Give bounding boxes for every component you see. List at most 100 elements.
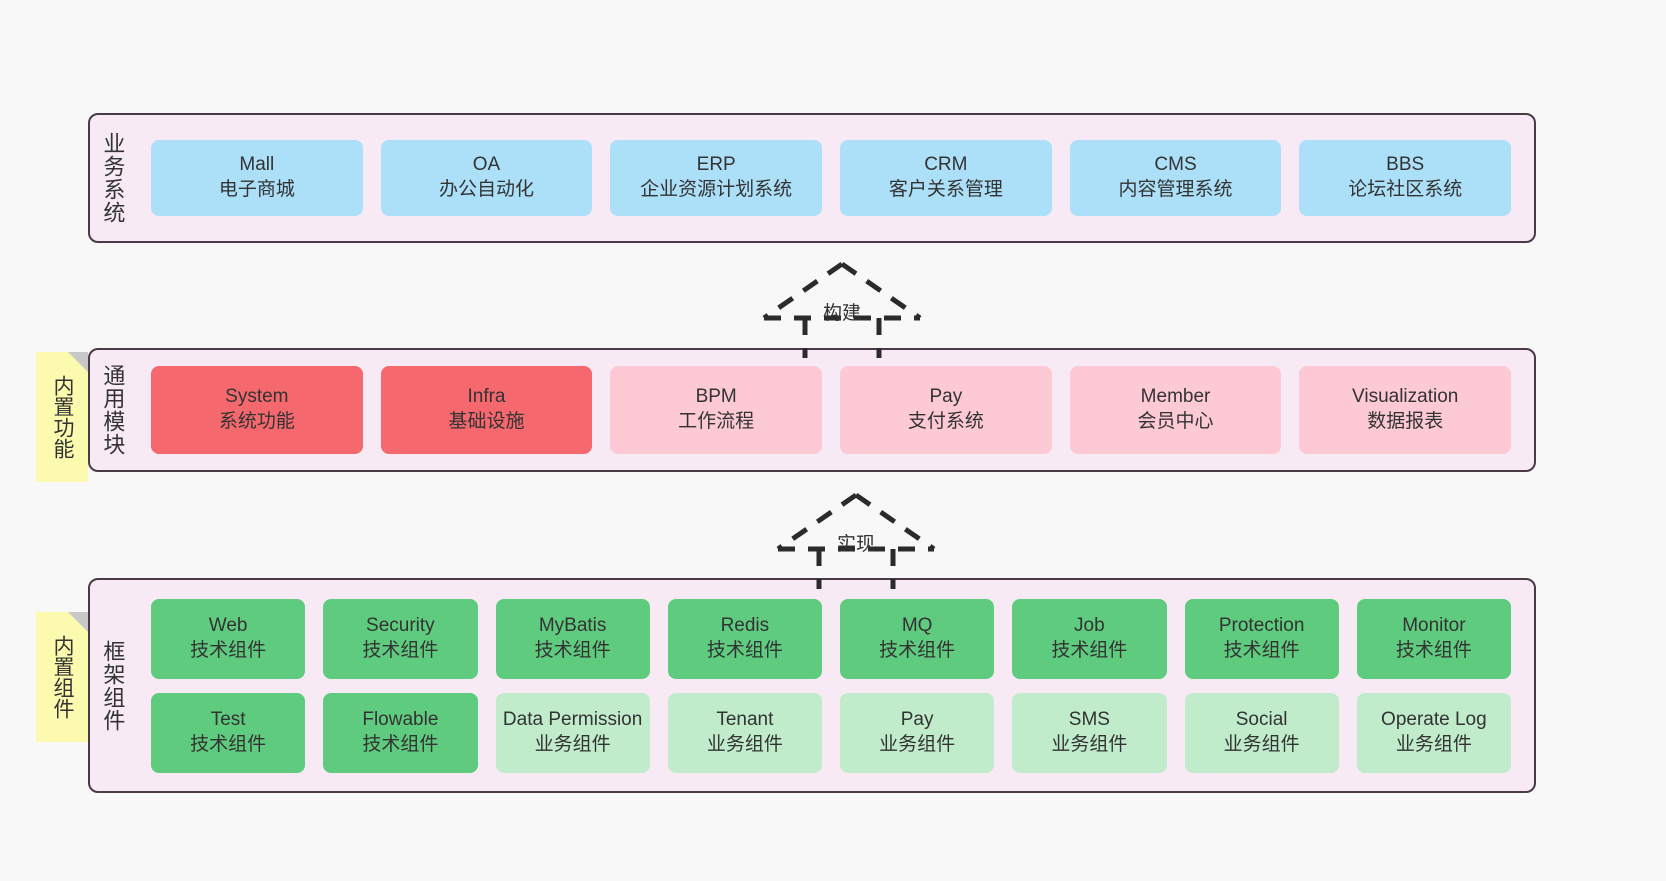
card-description: 业务组件: [706, 733, 783, 755]
card-code: OA: [472, 154, 501, 176]
card-protection[interactable]: Protection 技术组件: [1184, 598, 1339, 679]
card-code: Protection: [1218, 614, 1305, 636]
card-pay[interactable]: Pay 支付系统: [840, 366, 1052, 454]
note-builtin-components: 内置组件: [36, 612, 88, 742]
card-code: Redis: [720, 614, 770, 636]
card-description: 办公自动化: [439, 179, 535, 200]
note-fold-corner-icon: [68, 352, 88, 372]
card-mybatis[interactable]: MyBatis 技术组件: [495, 598, 650, 679]
card-flowable[interactable]: Flowable 技术组件: [323, 692, 478, 773]
arrow-build-label: 构建: [822, 303, 862, 324]
card-description: 技术组件: [1223, 639, 1300, 661]
card-code: Web: [208, 614, 248, 636]
card-description: 企业资源计划系统: [640, 179, 793, 200]
card-description: 业务组件: [1051, 733, 1128, 755]
card-description: 技术组件: [190, 639, 267, 661]
card-code: MQ: [901, 614, 933, 636]
card-description: 业务组件: [1395, 733, 1472, 755]
card-code: SMS: [1068, 708, 1110, 730]
card-description: 技术组件: [1051, 639, 1128, 661]
layer-common-title: 通用模块: [100, 364, 126, 456]
card-data-permission[interactable]: Data Permission 业务组件: [495, 692, 650, 773]
card-code: Flowable: [362, 708, 439, 730]
card-bbs[interactable]: BBS 论坛社区系统: [1299, 140, 1512, 216]
arrow-implement: 实现: [771, 489, 941, 589]
card-description: 技术组件: [879, 639, 956, 661]
card-erp[interactable]: ERP 企业资源计划系统: [610, 140, 823, 216]
card-description: 数据报表: [1367, 411, 1444, 432]
layer-framework-title: 框架组件: [100, 639, 126, 732]
card-code: MyBatis: [538, 614, 607, 636]
card-oa[interactable]: OA 办公自动化: [380, 140, 593, 216]
card-monitor[interactable]: Monitor 技术组件: [1356, 598, 1511, 679]
note-builtin-components-label: 内置组件: [50, 635, 74, 719]
card-web[interactable]: Web 技术组件: [151, 598, 306, 679]
card-code: Test: [210, 708, 246, 730]
card-code: CMS: [1154, 154, 1197, 176]
card-description: 会员中心: [1137, 411, 1214, 432]
card-operate-log[interactable]: Operate Log 业务组件: [1356, 692, 1511, 773]
card-code: BBS: [1386, 154, 1425, 176]
card-code: Infra: [467, 386, 506, 408]
card-description: 论坛社区系统: [1348, 179, 1463, 200]
card-member[interactable]: Member 会员中心: [1069, 366, 1282, 454]
card-code: Visualization: [1352, 386, 1459, 408]
card-description: 基础设施: [448, 411, 525, 432]
card-code: Data Permission: [502, 708, 643, 730]
card-code: Security: [366, 614, 435, 636]
card-code: Operate Log: [1381, 708, 1487, 730]
card-description: 业务组件: [879, 733, 956, 755]
card-description: 业务组件: [1223, 733, 1300, 755]
card-description: 技术组件: [362, 639, 439, 661]
card-code: ERP: [696, 154, 736, 176]
card-system[interactable]: System 系统功能: [151, 366, 363, 454]
card-code: CRM: [924, 154, 968, 176]
card-cms[interactable]: CMS 内容管理系统: [1069, 140, 1282, 216]
card-infra[interactable]: Infra 基础设施: [380, 366, 593, 454]
card-code: Tenant: [716, 708, 774, 730]
card-crm[interactable]: CRM 客户关系管理: [840, 140, 1052, 216]
card-code: System: [225, 386, 289, 408]
layer-business-title: 业务系统: [100, 132, 126, 224]
arrow-build: 构建: [757, 258, 927, 358]
card-visualization[interactable]: Visualization 数据报表: [1299, 366, 1512, 454]
card-sms[interactable]: SMS 业务组件: [1012, 692, 1167, 773]
layer-framework-components: 框架组件 Web 技术组件 Security 技术组件 MyBatis 技术组件 Redis…: [88, 578, 1536, 793]
card-description: 技术组件: [190, 733, 267, 755]
card-test[interactable]: Test 技术组件: [151, 692, 306, 773]
card-description: 客户关系管理: [888, 179, 1003, 200]
card-description: 系统功能: [218, 411, 295, 432]
card-pay[interactable]: Pay 业务组件: [840, 692, 995, 773]
card-description: 内容管理系统: [1118, 179, 1233, 200]
card-tenant[interactable]: Tenant 业务组件: [667, 692, 822, 773]
card-description: 技术组件: [534, 639, 611, 661]
card-description: 业务组件: [534, 733, 611, 755]
card-code: Member: [1140, 386, 1211, 408]
arrow-implement-label: 实现: [836, 534, 876, 555]
card-code: Pay: [900, 708, 934, 730]
card-mq[interactable]: MQ 技术组件: [840, 598, 995, 679]
card-security[interactable]: Security 技术组件: [323, 598, 478, 679]
note-fold-corner-icon: [68, 612, 88, 632]
card-code: Monitor: [1402, 614, 1466, 636]
note-builtin-features-label: 内置功能: [50, 375, 74, 459]
card-description: 电子商城: [218, 179, 295, 200]
card-code: BPM: [695, 386, 737, 408]
card-description: 技术组件: [362, 733, 439, 755]
note-builtin-features: 内置功能: [36, 352, 88, 482]
card-code: Pay: [929, 386, 963, 408]
card-description: 支付系统: [907, 411, 984, 432]
card-description: 技术组件: [1395, 639, 1472, 661]
